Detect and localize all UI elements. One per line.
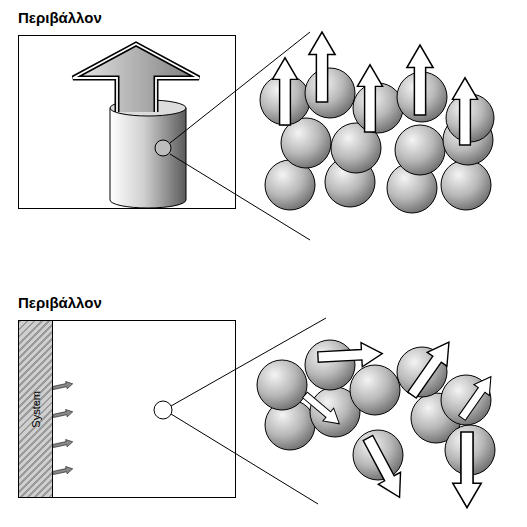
random-particles xyxy=(257,340,495,480)
environment-heading: Περιβάλλον xyxy=(18,9,102,26)
zoom-circle xyxy=(154,401,172,419)
environment-heading: Περιβάλλον xyxy=(18,294,102,311)
system-label: System xyxy=(30,391,42,428)
environment-box: ΠεριβάλλονSystem xyxy=(18,320,236,498)
leader-lines xyxy=(170,32,326,504)
heat-arrows xyxy=(52,380,73,477)
ordered-arrows xyxy=(272,32,477,145)
random-arrows xyxy=(300,335,499,507)
environment-box: Περιβάλλον xyxy=(18,35,236,209)
work-arrow xyxy=(73,44,199,112)
cylinder xyxy=(110,100,186,208)
ordered-particles xyxy=(260,68,494,213)
system-band: System xyxy=(19,321,53,497)
